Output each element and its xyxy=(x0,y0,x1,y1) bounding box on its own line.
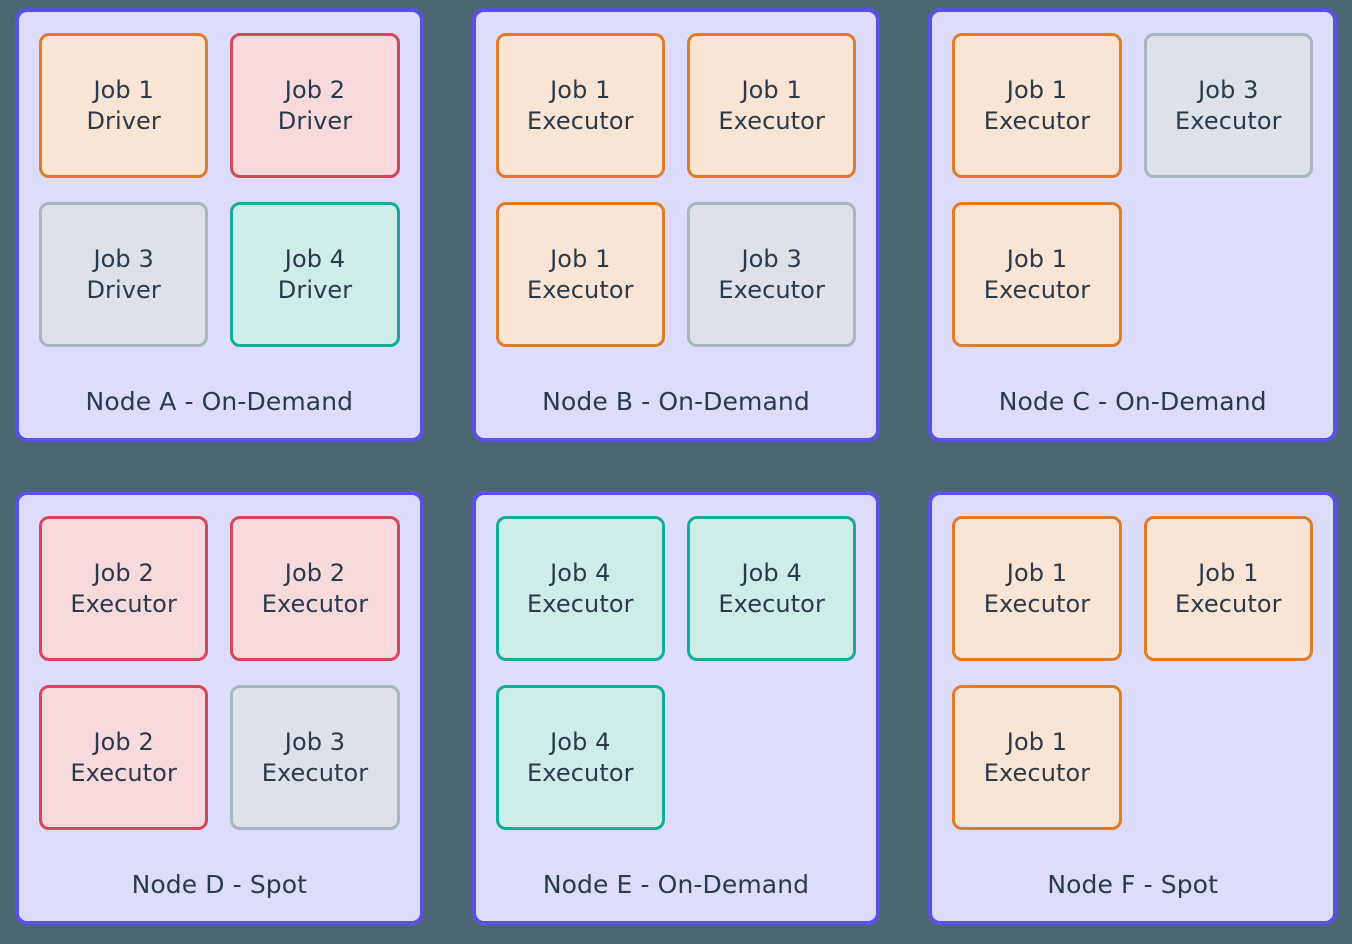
job-role-label: Executor xyxy=(983,106,1091,135)
job-role-label: Executor xyxy=(1175,589,1282,618)
job-role-label: Driver xyxy=(86,106,161,135)
empty-slot xyxy=(687,685,856,830)
job-role-label: Driver xyxy=(277,275,353,304)
node-label: Node C - On-Demand xyxy=(998,387,1267,416)
job-name-label: Job 1 xyxy=(1006,727,1068,756)
job-name-label: Job 1 xyxy=(93,75,154,104)
job-role-label: Executor xyxy=(527,275,634,304)
job-role-label: Executor xyxy=(527,106,634,135)
node-label: Node A - On-Demand xyxy=(85,387,354,416)
job-role-label: Executor xyxy=(718,589,825,618)
job-name-label: Job 1 xyxy=(741,75,802,104)
job-name-label: Job 1 xyxy=(1006,244,1068,273)
node-label: Node F - Spot xyxy=(1047,870,1218,899)
job-name-label: Job 3 xyxy=(741,244,802,273)
job-role-label: Executor xyxy=(527,589,634,618)
job-name-label: Job 1 xyxy=(1198,558,1259,587)
job-name-label: Job 1 xyxy=(550,244,611,273)
job-name-label: Job 2 xyxy=(93,558,154,587)
job-role-label: Executor xyxy=(718,106,825,135)
job-role-label: Driver xyxy=(86,275,161,304)
node-label: Node B - On-Demand xyxy=(542,387,810,416)
job-name-label: Job 3 xyxy=(93,244,154,273)
job-name-label: Job 1 xyxy=(550,75,611,104)
job-role-label: Executor xyxy=(261,589,369,618)
job-name-label: Job 1 xyxy=(1006,75,1068,104)
job-name-label: Job 2 xyxy=(284,75,346,104)
job-name-label: Job 4 xyxy=(550,558,611,587)
job-role-label: Executor xyxy=(718,275,825,304)
node-label: Node D - Spot xyxy=(131,870,308,899)
empty-slot xyxy=(1144,685,1313,830)
job-role-label: Executor xyxy=(261,758,369,787)
job-name-label: Job 3 xyxy=(1198,75,1259,104)
empty-slot xyxy=(1144,202,1313,347)
job-role-label: Executor xyxy=(70,589,177,618)
node-label: Node E - On-Demand xyxy=(542,870,810,899)
job-name-label: Job 4 xyxy=(284,244,346,273)
job-role-label: Executor xyxy=(983,758,1091,787)
job-name-label: Job 3 xyxy=(284,727,346,756)
job-name-label: Job 1 xyxy=(1006,558,1068,587)
job-role-label: Executor xyxy=(70,758,177,787)
job-role-label: Executor xyxy=(527,758,634,787)
job-name-label: Job 4 xyxy=(550,727,611,756)
job-role-label: Executor xyxy=(1175,106,1282,135)
job-name-label: Job 4 xyxy=(741,558,802,587)
job-role-label: Driver xyxy=(277,106,353,135)
job-role-label: Executor xyxy=(983,275,1091,304)
job-name-label: Job 2 xyxy=(93,727,154,756)
job-name-label: Job 2 xyxy=(284,558,346,587)
job-role-label: Executor xyxy=(983,589,1091,618)
